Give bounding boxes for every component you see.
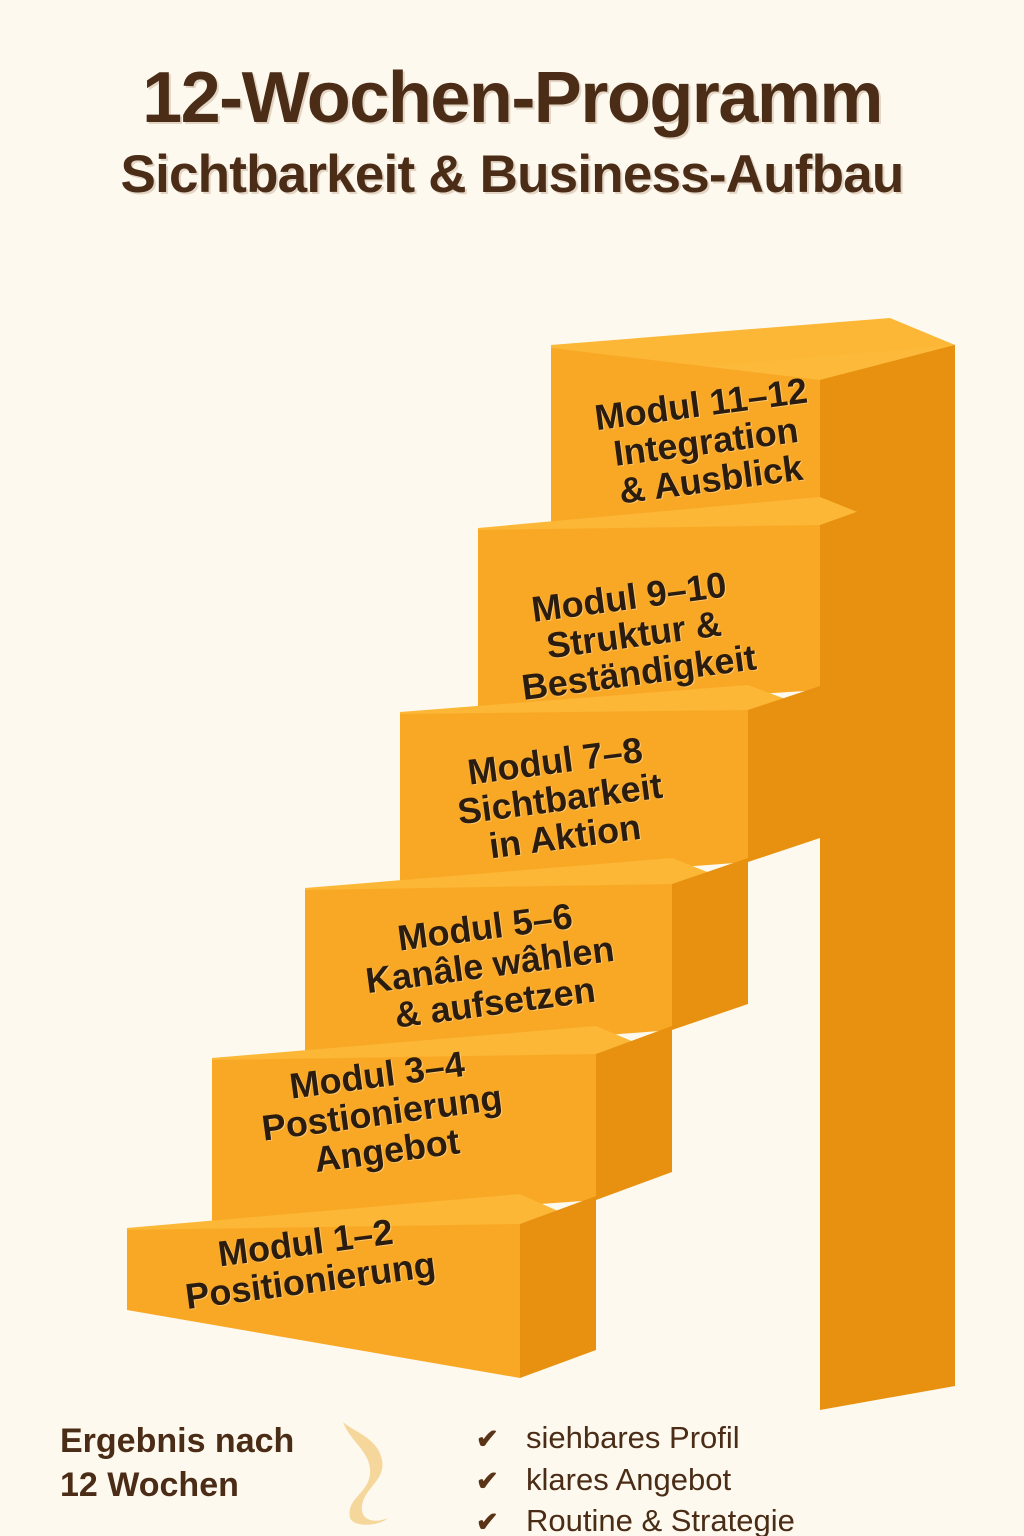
page-footer: Ergebnis nach 12 Wochen ✔ siehbares Prof… <box>0 1420 1024 1536</box>
step-2-label[interactable]: Modul 3–4 Postionierung Angebot <box>216 1036 548 1191</box>
result-block: Ergebnis nach 12 Wochen <box>0 1420 388 1525</box>
step-6-label[interactable]: Modul 11–12 Integration & Ausblick <box>550 366 862 519</box>
step-5-label[interactable]: Modul 9–10 Struktur & Beständigkeit <box>478 559 790 712</box>
checklist-item-label: klares Angebot <box>526 1461 732 1497</box>
page-title: 12-Wochen-Programm <box>142 58 883 138</box>
check-icon: ✔ <box>476 1507 499 1536</box>
result-line-2: 12 Wochen <box>60 1465 239 1504</box>
step-1-side <box>520 1196 596 1378</box>
flame-icon <box>343 1422 388 1525</box>
result-line-1: Ergebnis nach <box>60 1422 295 1460</box>
page-header: 12-Wochen-Programm Sichtbarkeit & Busine… <box>0 58 1024 205</box>
step-6-top <box>551 345 955 380</box>
step-2-side <box>596 1026 672 1200</box>
check-icon: ✔ <box>476 1424 499 1454</box>
staircase-side-body <box>820 345 955 1410</box>
step-4-label[interactable]: Modul 7–8 Sichtbarkeit in Aktion <box>404 723 716 876</box>
checklist-item[interactable]: ✔ klares Angebot <box>476 1461 1024 1497</box>
step-1-label[interactable]: Modul 1–2 Positionierung <box>144 1203 471 1320</box>
step-4-side <box>748 686 820 862</box>
page-subtitle: Sichtbarkeit & Business-Aufbau <box>120 145 905 205</box>
checklist-item-label: Routine & Strategie <box>526 1503 795 1536</box>
checklist-item[interactable]: ✔ siehbares Profil <box>476 1420 1024 1455</box>
checklist: ✔ siehbares Profil ✔ klares Angebot ✔ Ro… <box>380 1420 1024 1536</box>
step-5-side <box>820 500 890 690</box>
check-icon: ✔ <box>476 1465 499 1496</box>
step-5-top <box>478 497 890 562</box>
step-3-label[interactable]: Modul 5–6 Kanâle wâhlen & aufsetzen <box>324 888 656 1043</box>
step-6-top-plate <box>551 318 955 380</box>
checklist-item-label: siehbares Profil <box>526 1420 740 1455</box>
step-3-side <box>672 858 748 1030</box>
checklist-item[interactable]: ✔ Routine & Strategie <box>476 1505 1024 1536</box>
